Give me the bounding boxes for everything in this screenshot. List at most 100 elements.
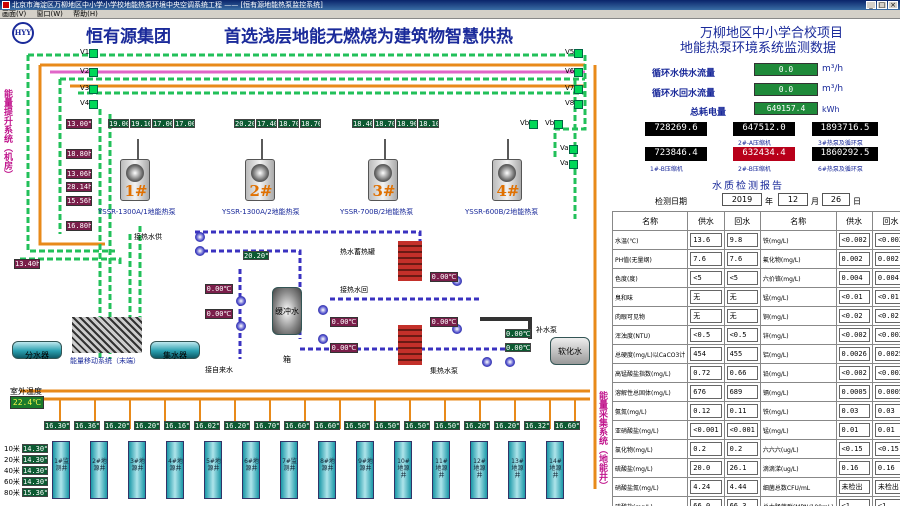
- menu-view[interactable]: 画面(V): [2, 10, 27, 18]
- buffer-tank[interactable]: 缓冲水箱: [272, 287, 302, 364]
- valve-label: Va: [560, 159, 569, 167]
- table-param-name: 铁(mg/L): [759, 230, 837, 250]
- heat-pump-1[interactable]: 1#: [120, 159, 150, 201]
- table-value-cell: <0.002: [835, 325, 873, 345]
- well-label: 10#地源井: [397, 458, 410, 479]
- table-value-cell: 0.16: [835, 458, 873, 478]
- system-name: 地能热泵环境系统监测数据: [680, 41, 837, 56]
- table-value-cell: 无: [687, 306, 725, 326]
- value-field: 无: [690, 290, 722, 304]
- ground-well[interactable]: 4#地源井: [166, 441, 184, 499]
- table-value-cell: <0.002: [835, 230, 873, 250]
- ground-well[interactable]: 10#地源井: [394, 441, 412, 499]
- meter-2b-value: 632434.4: [733, 147, 795, 161]
- heat-pump-3[interactable]: 3#: [368, 159, 398, 201]
- well-label: 5#地源井: [206, 458, 221, 472]
- distributor-tank[interactable]: 分水器: [12, 341, 62, 360]
- well-temp-readout: 16.20℃: [104, 421, 130, 430]
- valve-icon[interactable]: [89, 85, 98, 94]
- ground-well[interactable]: 12#地源井: [470, 441, 488, 499]
- heat-pump-4[interactable]: 4#: [492, 159, 522, 201]
- ground-well[interactable]: 3#地源井: [128, 441, 146, 499]
- value-field: 0.0026: [838, 347, 870, 361]
- collect-pump-label: 集热水泵: [430, 367, 458, 375]
- valve-icon[interactable]: [569, 160, 578, 169]
- ground-well[interactable]: 7#监测井: [280, 441, 298, 499]
- table-header-cell: 名称: [759, 211, 837, 231]
- valve-icon[interactable]: [554, 120, 563, 129]
- valve-icon[interactable]: [574, 100, 583, 109]
- valve-icon[interactable]: [569, 145, 578, 154]
- valve-icon[interactable]: [529, 120, 538, 129]
- ground-well[interactable]: 6#地源井: [242, 441, 260, 499]
- valve-icon[interactable]: [574, 85, 583, 94]
- ground-well[interactable]: 2#地源井: [90, 441, 108, 499]
- ground-well[interactable]: 9#地源井: [356, 441, 374, 499]
- hp2-label: YSSR-1300A/2地能热泵: [222, 208, 300, 216]
- pump-icon[interactable]: [452, 324, 462, 334]
- well-temp-readout: 16.32℃: [524, 421, 550, 430]
- ground-well[interactable]: 11#地源井: [432, 441, 450, 499]
- collector-tank[interactable]: 集水器: [150, 341, 200, 360]
- well-label: 8#地源井: [320, 458, 335, 472]
- pump-icon[interactable]: [318, 334, 328, 344]
- value-field: 0.72: [690, 366, 722, 380]
- ground-well[interactable]: 5#地源井: [204, 441, 222, 499]
- supply-flow-value: 0.0: [754, 63, 818, 76]
- table-param-name: 硫酸盐(mg/L): [611, 496, 689, 506]
- valve-icon[interactable]: [89, 100, 98, 109]
- menu-window[interactable]: 窗口(W): [36, 10, 63, 18]
- valve-label: V5: [565, 48, 575, 56]
- well-label: 4#地源井: [168, 458, 183, 472]
- table-value-cell: 20.0: [687, 458, 725, 478]
- depth-label: 80米: [4, 489, 20, 497]
- well-temp-readout: 16.20℃: [494, 421, 520, 430]
- valve-icon[interactable]: [574, 68, 583, 77]
- valve-icon[interactable]: [574, 49, 583, 58]
- pump-icon[interactable]: [318, 305, 328, 315]
- table-row: 浑浊度(NTU)<0.5<0.5锌(mg/L)<0.002<0.002: [611, 325, 900, 345]
- table-value-cell: 0.0026: [835, 344, 873, 364]
- close-button[interactable]: ×: [888, 1, 898, 9]
- table-value-cell: 0.11: [723, 401, 761, 421]
- value-field: <0.002: [874, 366, 900, 380]
- ground-well[interactable]: 1#监测井: [52, 441, 70, 499]
- pump-icon[interactable]: [236, 321, 246, 331]
- table-value-cell: 676: [687, 382, 725, 402]
- hp3-label: YSSR-700B/2地能热泵: [340, 208, 414, 216]
- ground-well[interactable]: 13#地源井: [508, 441, 526, 499]
- report-day: 26: [822, 193, 850, 206]
- pump-icon[interactable]: [505, 357, 515, 367]
- ground-well[interactable]: 14#地源井: [546, 441, 564, 499]
- table-value-cell: 4.24: [687, 477, 725, 497]
- well-temp-readout: 16.16℃: [164, 421, 190, 430]
- ground-well[interactable]: 8#地源井: [318, 441, 336, 499]
- pump-icon[interactable]: [195, 246, 205, 256]
- pump-icon[interactable]: [195, 232, 205, 242]
- value-field: 66.3: [726, 499, 758, 506]
- heat-supply-label: 接热水供: [134, 233, 162, 241]
- report-date-label: 检测日期: [655, 197, 687, 206]
- pump-icon[interactable]: [236, 296, 246, 306]
- well-temp-readout: 16.50℃: [374, 421, 400, 430]
- table-param-name: 六价铬(mg/L): [759, 268, 837, 288]
- temp-readout: 18.70℃: [300, 119, 321, 128]
- table-param-name: 总大肠菌群(MPN/100mL): [759, 496, 837, 506]
- well-label: 9#地源井: [358, 458, 373, 472]
- heat-pump-2[interactable]: 2#: [245, 159, 275, 201]
- minimize-button[interactable]: _: [866, 1, 876, 9]
- valve-icon[interactable]: [89, 49, 98, 58]
- depth-label: 10米: [4, 445, 20, 453]
- makeup-tank[interactable]: 软化水: [550, 337, 590, 365]
- table-header-cell: 回水: [871, 211, 900, 231]
- menu-help[interactable]: 帮助(H): [73, 10, 98, 18]
- well-temp-readout: 16.20℃: [224, 421, 250, 430]
- table-param-name: 铝(mg/L): [759, 344, 837, 364]
- valve-icon[interactable]: [89, 68, 98, 77]
- table-param-name: 溶解性总固体(mg/L): [611, 382, 689, 402]
- maximize-button[interactable]: □: [877, 1, 887, 9]
- pump-icon[interactable]: [482, 357, 492, 367]
